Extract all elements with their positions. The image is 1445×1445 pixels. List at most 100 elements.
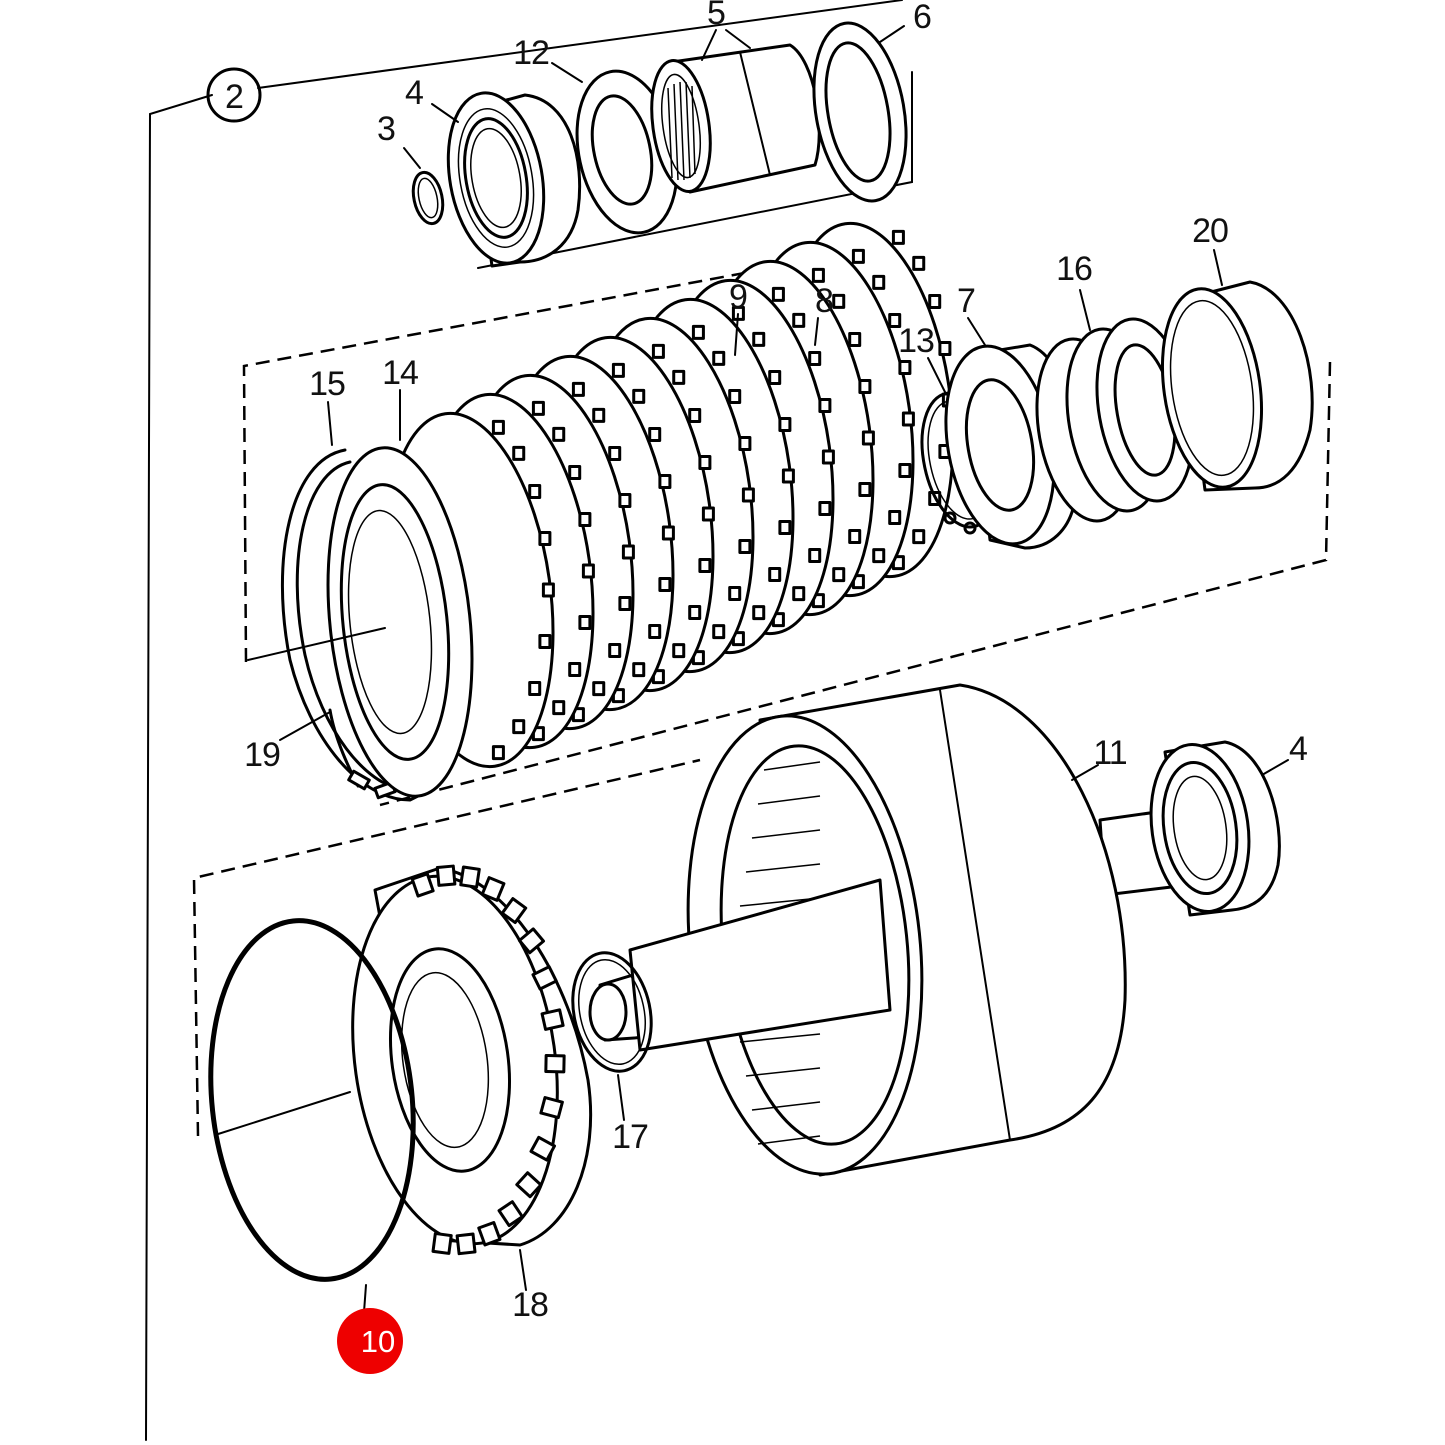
disc-tooth bbox=[528, 484, 542, 500]
callout-4-right: 4 bbox=[1289, 730, 1307, 768]
disc-tooth bbox=[672, 369, 686, 385]
hub-tooth bbox=[544, 1054, 566, 1074]
disc-tooth bbox=[928, 294, 942, 310]
disc-tooth bbox=[752, 605, 766, 621]
disc-tooth bbox=[912, 529, 926, 545]
disc-tooth bbox=[632, 388, 646, 404]
drum-spline bbox=[745, 863, 821, 873]
part-14-hub bbox=[247, 446, 474, 798]
disc-tooth bbox=[738, 435, 752, 451]
callout-labels: 3 4 12 5 6 20 16 7 13 9 8 14 15 19 11 4 … bbox=[244, 0, 1308, 1324]
drum-spline bbox=[757, 795, 821, 805]
disc-tooth bbox=[648, 427, 662, 443]
disc-tooth bbox=[672, 643, 686, 659]
part-4-bearing-right bbox=[1149, 740, 1281, 917]
disc-tooth bbox=[688, 408, 702, 424]
drum-spline bbox=[739, 1033, 821, 1043]
disc-tooth bbox=[658, 473, 672, 489]
disc-tooth bbox=[741, 487, 755, 503]
disc-tooth bbox=[691, 324, 705, 340]
callout-13: 13 bbox=[898, 322, 934, 360]
disc-tooth bbox=[848, 528, 862, 544]
disc-tooth bbox=[728, 389, 742, 405]
disc-tooth bbox=[698, 558, 712, 574]
part-3-o-ring bbox=[411, 170, 445, 226]
disc-tooth bbox=[808, 547, 822, 563]
callout-10-highlight: 10 bbox=[337, 1308, 403, 1374]
disc-tooth bbox=[872, 548, 886, 564]
part-5-needle-bearing bbox=[650, 43, 821, 194]
disc-tooth bbox=[568, 661, 582, 677]
disc-tooth bbox=[512, 445, 526, 461]
disc-tooth bbox=[512, 719, 526, 735]
disc-tooth bbox=[618, 492, 632, 508]
callout-6: 6 bbox=[913, 0, 931, 36]
disc-tooth bbox=[768, 370, 782, 386]
hub-tooth bbox=[431, 1232, 453, 1255]
disc-tooth bbox=[768, 566, 782, 582]
part-20-ring bbox=[1160, 280, 1314, 492]
hub-tooth bbox=[455, 1232, 477, 1256]
disc-tooth bbox=[608, 446, 622, 462]
disc-tooth bbox=[608, 642, 622, 658]
disc-tooth bbox=[661, 525, 675, 541]
hub-tooth bbox=[459, 865, 481, 889]
disc-tooth bbox=[738, 539, 752, 555]
disc-tooth bbox=[688, 604, 702, 620]
callout-12: 12 bbox=[513, 34, 549, 72]
drum-spline bbox=[751, 1101, 821, 1111]
disc-tooth bbox=[851, 248, 865, 264]
disc-tooth bbox=[552, 700, 566, 716]
disc-tooth bbox=[898, 359, 912, 375]
disc-tooth bbox=[658, 577, 672, 593]
disc-tooth bbox=[778, 520, 792, 536]
hub-tooth bbox=[540, 1008, 565, 1031]
hub-tooth bbox=[515, 1171, 543, 1199]
disc-tooth bbox=[898, 463, 912, 479]
drum-spline bbox=[757, 1135, 821, 1145]
disc-tooth bbox=[592, 681, 606, 697]
disc-tooth bbox=[888, 509, 902, 525]
callout-18: 18 bbox=[512, 1286, 548, 1324]
disc-tooth bbox=[491, 745, 505, 761]
drum-spline bbox=[751, 829, 821, 839]
disc-tooth bbox=[861, 430, 875, 446]
hub-tooth bbox=[410, 872, 435, 898]
callout-15: 15 bbox=[309, 365, 345, 403]
part-11-drum-shaft bbox=[588, 683, 1190, 1177]
disc-tooth bbox=[581, 563, 595, 579]
disc-tooth bbox=[858, 482, 872, 498]
part-10-seal-ring bbox=[208, 918, 416, 1282]
hub-tooth bbox=[477, 1221, 502, 1247]
disc-tooth bbox=[872, 274, 886, 290]
disc-tooth bbox=[712, 624, 726, 640]
disc-tooth bbox=[578, 615, 592, 631]
disc-tooth bbox=[568, 465, 582, 481]
part-17-o-ring bbox=[571, 951, 653, 1073]
hub-tooth bbox=[539, 1096, 564, 1120]
disc-tooth bbox=[611, 362, 625, 378]
part-18-clutch-hub bbox=[351, 864, 593, 1256]
hub-tooth bbox=[480, 876, 506, 902]
disc-tooth bbox=[538, 634, 552, 650]
hub-tooth bbox=[529, 1135, 556, 1162]
callout-19: 19 bbox=[244, 736, 280, 774]
drum-spline bbox=[763, 761, 821, 771]
callout-16: 16 bbox=[1056, 250, 1092, 288]
disc-tooth bbox=[491, 419, 505, 435]
drum-spline bbox=[745, 1067, 821, 1077]
disc-tooth bbox=[651, 343, 665, 359]
disc-tooth bbox=[912, 255, 926, 271]
disc-tooth bbox=[792, 586, 806, 602]
callout-2: 2 bbox=[225, 78, 243, 116]
callout-7: 7 bbox=[957, 282, 975, 320]
hub-tooth bbox=[497, 1200, 524, 1228]
part-15-19-snap-rings bbox=[280, 448, 422, 802]
disc-tooth bbox=[781, 468, 795, 484]
leader-lines bbox=[279, 25, 1289, 1313]
disc-tooth bbox=[792, 312, 806, 328]
disc-tooth bbox=[901, 411, 915, 427]
disc-tooth bbox=[648, 623, 662, 639]
disc-tooth bbox=[752, 331, 766, 347]
